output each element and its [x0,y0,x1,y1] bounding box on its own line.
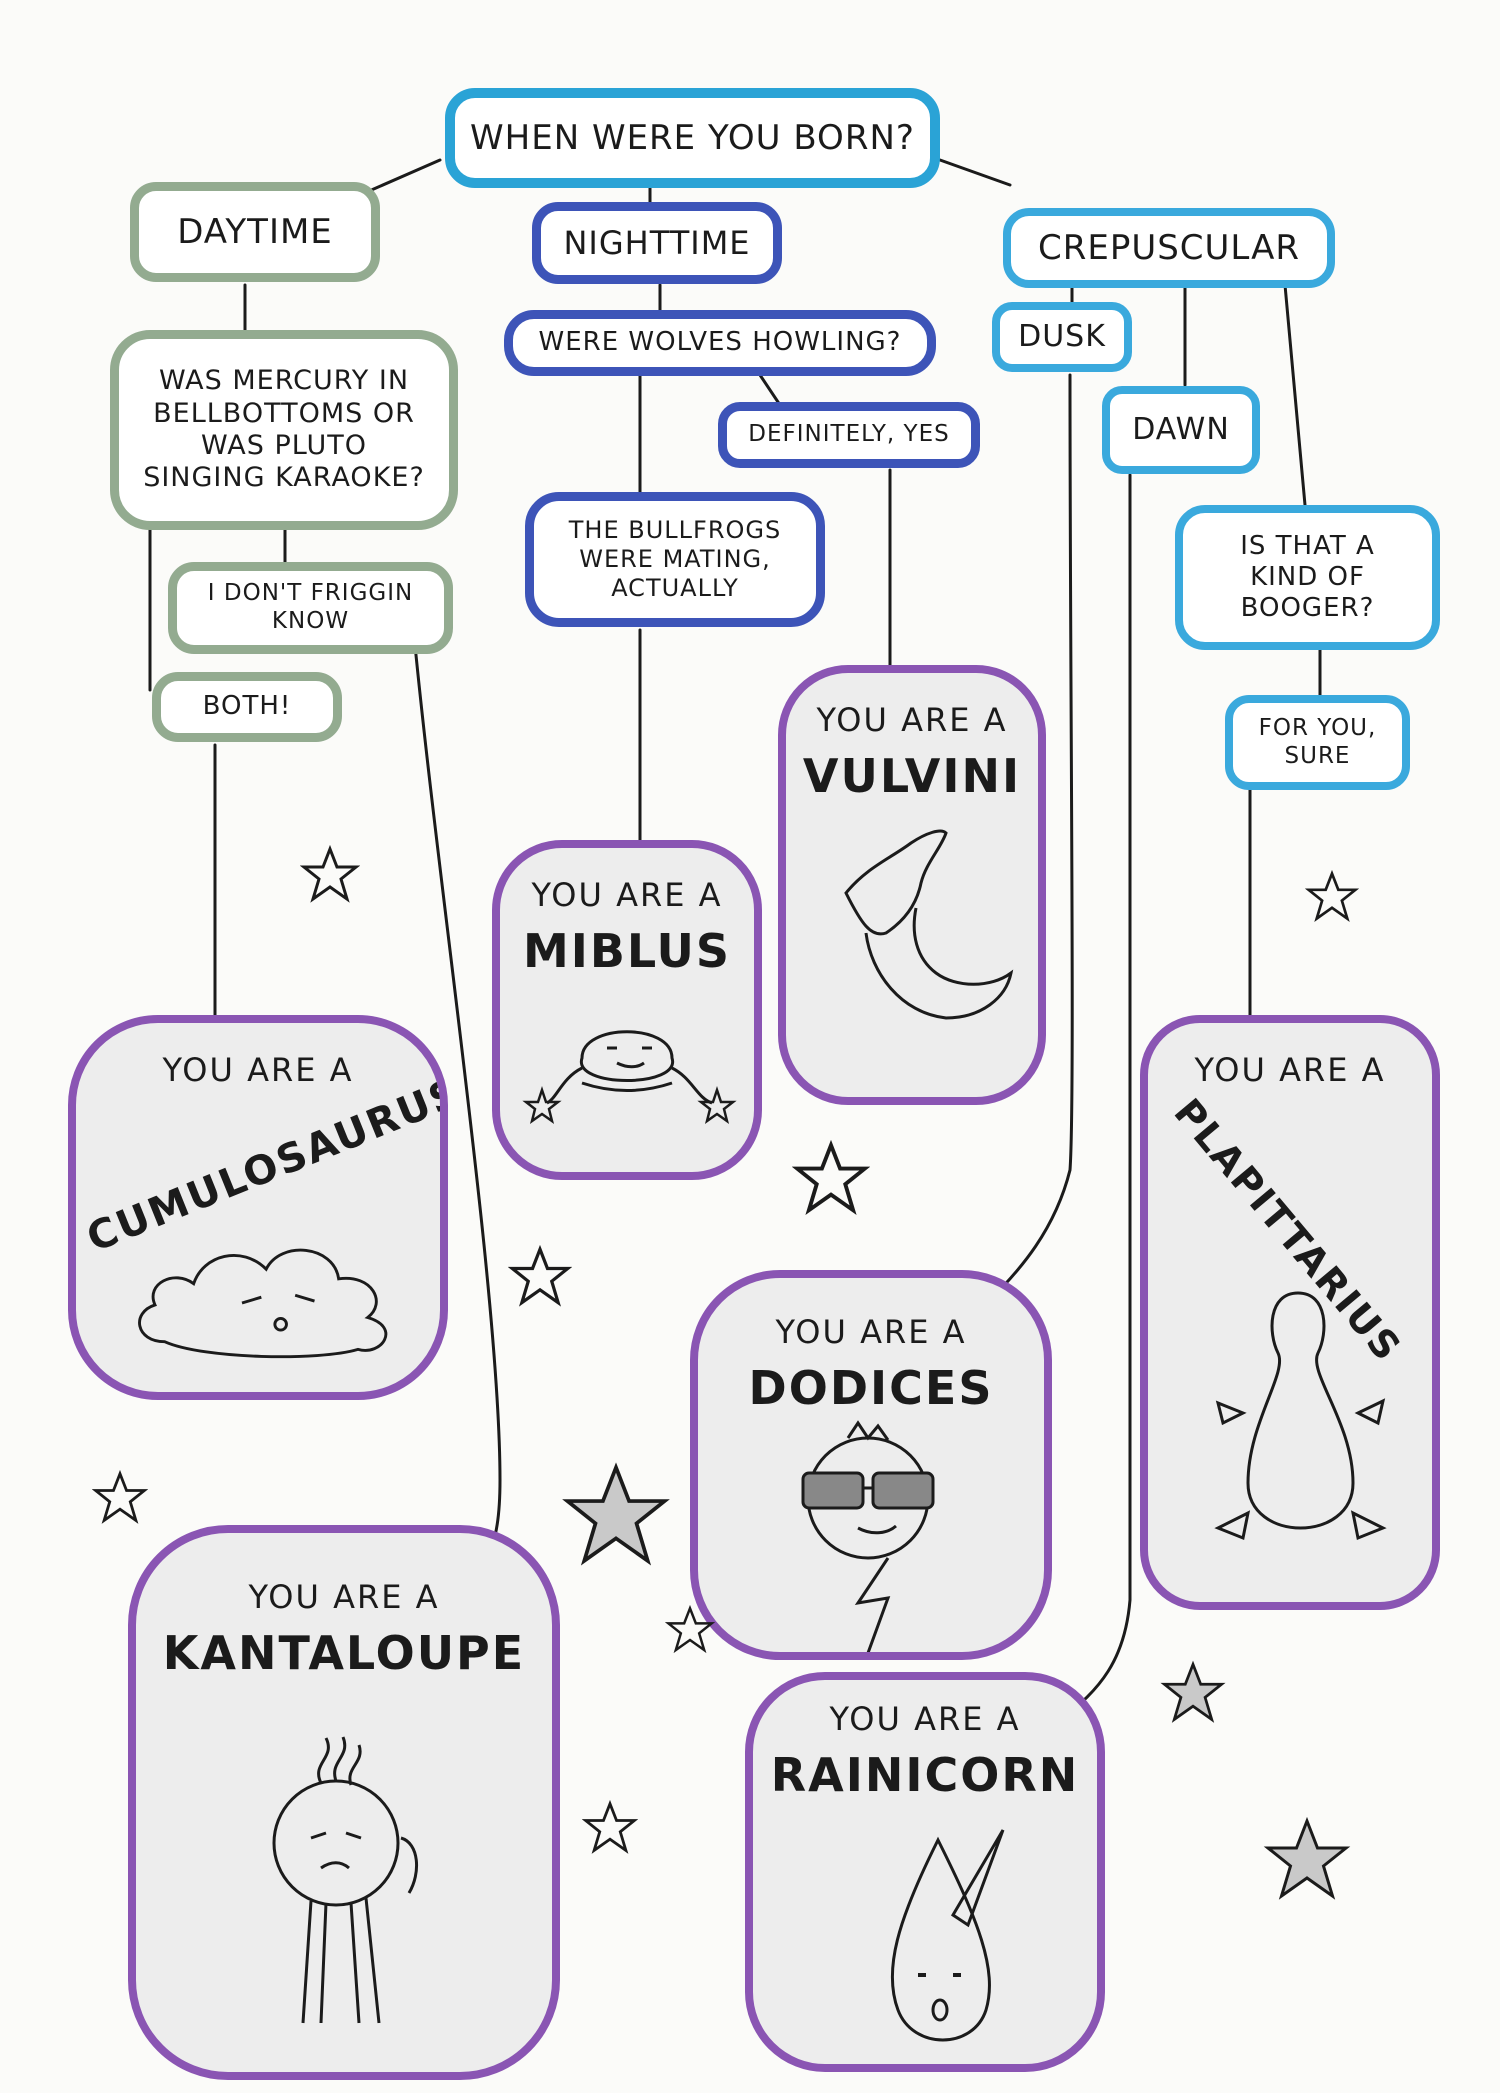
star-icon [1305,870,1359,922]
result-name: VULVINI [802,749,1022,803]
answer-crepuscular: CREPUSCULAR [1003,208,1335,288]
result-dodices: YOU ARE A DODICES [690,1270,1052,1660]
result-prefix: YOU ARE A [162,1051,354,1089]
star-icon [665,1605,715,1654]
result-cumulosaurus: YOU ARE A CUMULOSAURUS [68,1015,448,1400]
question-wolves-howling: WERE WOLVES HOWLING? [504,310,936,376]
result-prefix: YOU ARE A [1194,1051,1386,1089]
answer-dusk: DUSK [992,302,1132,372]
howling-wolf-moon-icon [844,829,1014,1020]
cloud-creature-icon [138,1248,388,1359]
answer-for-you-sure: FOR YOU, SURE [1225,695,1410,790]
result-prefix: YOU ARE A [816,701,1008,739]
star-icon [582,1800,638,1854]
answer-nighttime: NIGHTTIME [532,202,782,284]
question-booger: IS THAT A KIND OF BOOGER? [1175,505,1440,650]
result-prefix: YOU ARE A [248,1578,440,1616]
result-miblus: YOU ARE A MIBLUS [492,840,762,1180]
star-icon [562,1462,670,1566]
result-name: KANTALOUPE [162,1626,526,1680]
result-prefix: YOU ARE A [829,1700,1021,1738]
cool-pomegranate-icon [801,1420,935,1652]
star-icon [508,1245,572,1307]
star-icon [1263,1816,1351,1900]
cantaloupe-creature-icon [272,1736,419,2024]
result-name: RAINICORN [770,1748,1080,1802]
result-name: DODICES [748,1361,994,1415]
answer-bullfrogs: THE BULLFROGS WERE MATING, ACTUALLY [525,492,825,627]
frog-creature-icon [522,1030,737,1124]
question-mercury-pluto: WAS MERCURY IN BELLBOTTOMS OR WAS PLUTO … [110,330,458,530]
result-name: MIBLUS [522,924,732,978]
star-icon [92,1470,148,1524]
answer-both: BOTH! [152,672,342,742]
star-icon [792,1140,870,1216]
answer-daytime: DAYTIME [130,182,380,282]
star-icon [300,845,360,903]
result-plapittarius: YOU ARE A PLAPITTARIUS [1140,1015,1440,1610]
answer-dawn: DAWN [1102,386,1260,474]
result-kantaloupe: YOU ARE A KANTALOUPE [128,1525,560,2080]
result-prefix: YOU ARE A [531,876,723,914]
question-when-born: WHEN WERE YOU BORN? [445,88,940,188]
answer-definitely-yes: DEFINITELY, YES [718,402,980,468]
result-rainicorn: YOU ARE A RAINICORN [745,1672,1105,2072]
raindrop-unicorn-icon [890,1829,1005,2042]
result-prefix: YOU ARE A [775,1313,967,1351]
star-icon [1160,1660,1226,1723]
answer-dont-know: I DON'T FRIGGIN KNOW [168,562,453,654]
platypus-creature-icon [1214,1291,1387,1541]
result-vulvini: YOU ARE A VULVINI [778,665,1046,1105]
